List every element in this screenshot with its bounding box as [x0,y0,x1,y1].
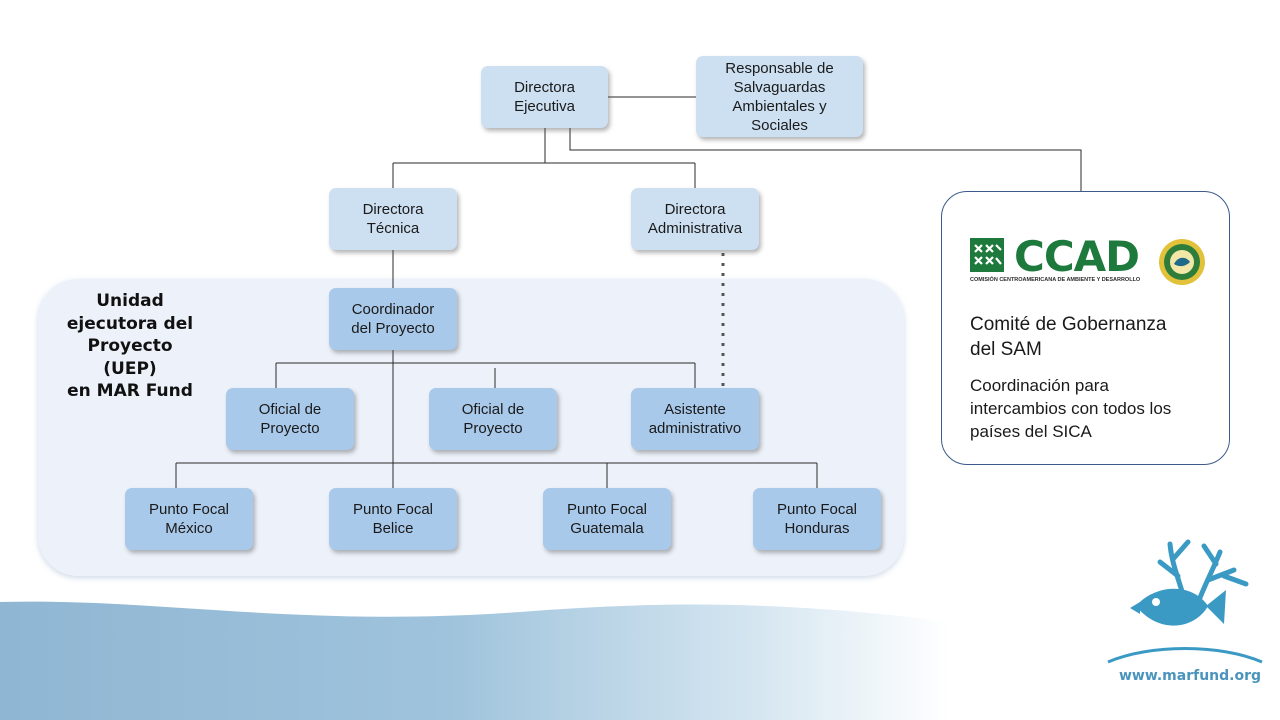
box-oficial-proyecto-1: Oficial de Proyecto [226,388,354,450]
box-asistente-administrativo: Asistente administrativo [631,388,759,450]
box-coordinador: Coordinador del Proyecto [329,288,457,350]
ccad-subtitle: COMISIÓN CENTROAMERICANA DE AMBIENTE Y D… [970,277,1141,283]
governance-description: Coordinación para intercambios con todos… [970,376,1172,441]
box-directora-tecnica: Directora Técnica [329,188,457,250]
box-oficial-proyecto-2: Oficial de Proyecto [429,388,557,450]
box-directora-administrativa: Directora Administrativa [631,188,759,250]
box-punto-focal-mexico: Punto Focal México [125,488,253,550]
box-directora-ejecutiva: Directora Ejecutiva [481,66,608,128]
box-punto-focal-honduras: Punto Focal Honduras [753,488,881,550]
box-punto-focal-guatemala: Punto Focal Guatemala [543,488,671,550]
governance-title: Comité de Gobernanza del SAM [970,314,1167,360]
box-responsable-salvaguardas: Responsable de Salvaguardas Ambientales … [696,56,863,137]
box-punto-focal-belice: Punto Focal Belice [329,488,457,550]
ccad-logo-icon [970,238,1205,285]
uep-title: Unidad ejecutora del Proyecto (UEP) en M… [66,291,194,401]
ccad-wordmark: CCAD [1014,232,1140,281]
website-url: www.marfund.org [1118,668,1262,684]
governance-card [941,191,1230,465]
marfund-fish-logo-icon [1107,539,1263,664]
